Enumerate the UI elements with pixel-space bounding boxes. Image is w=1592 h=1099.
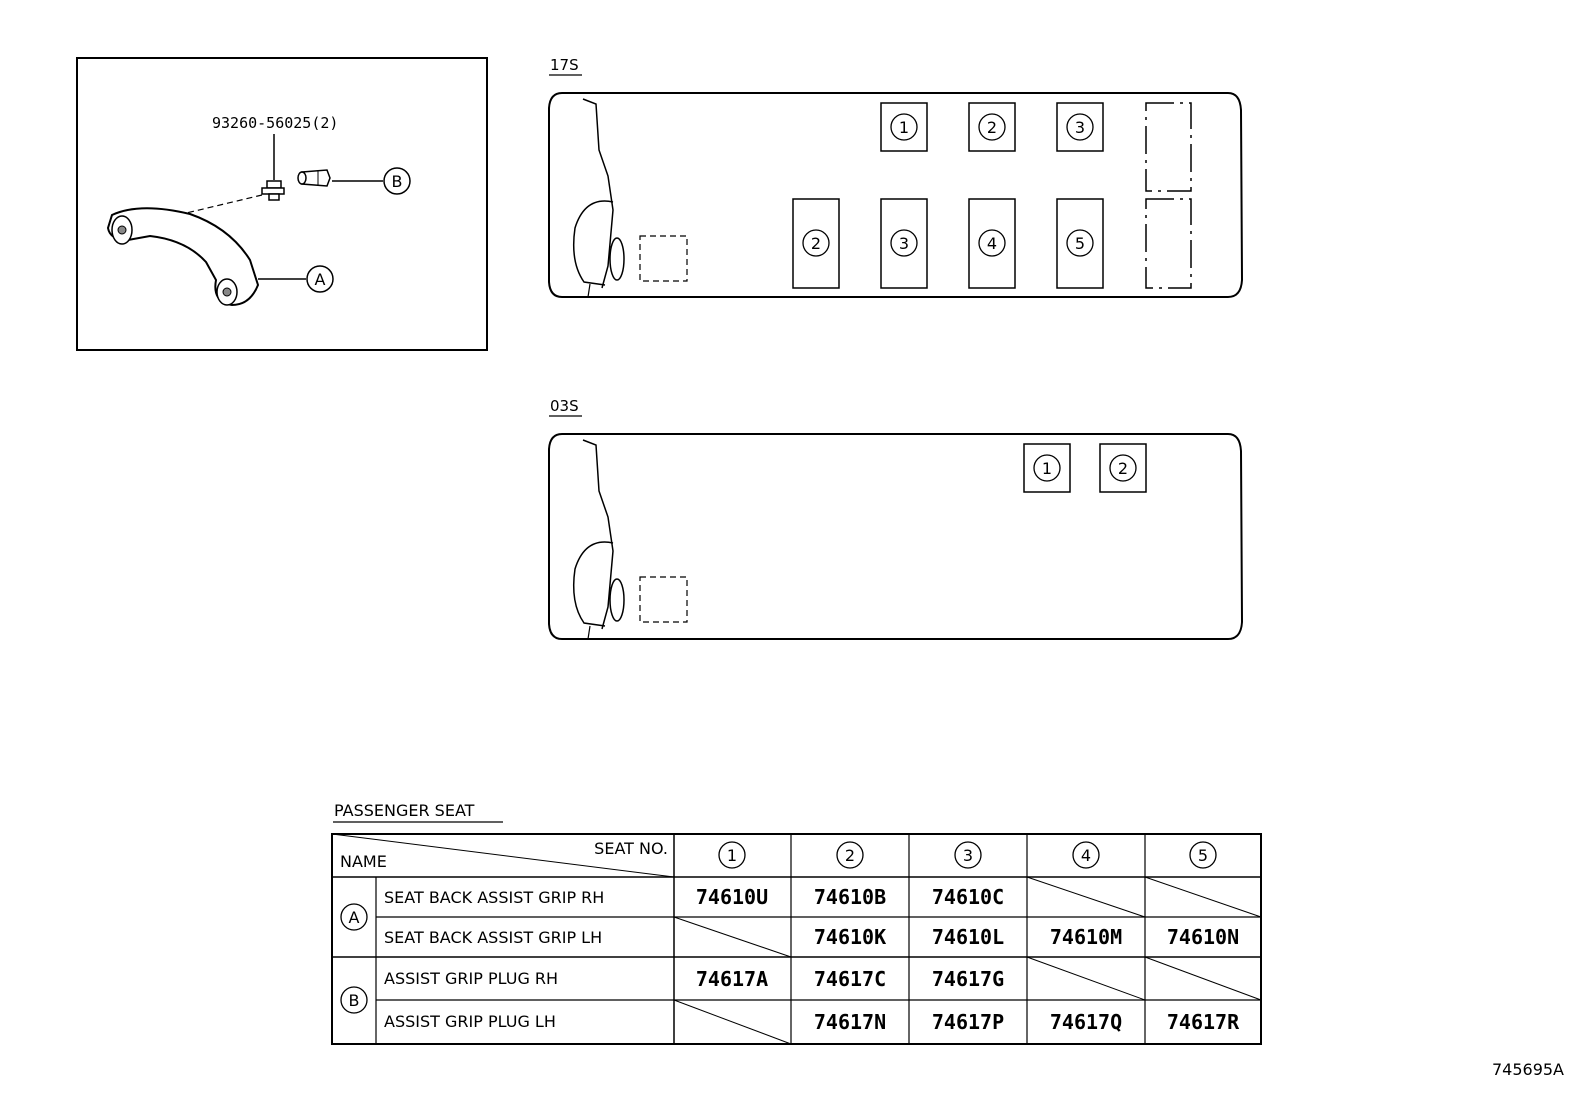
header-seat-1: 1 — [727, 846, 737, 865]
cell-b-rh-1: 74617A — [696, 967, 768, 991]
plug-icon — [297, 169, 331, 187]
callout-b-label: B — [392, 172, 403, 191]
seat-17s-bottom-4: 4 — [987, 234, 997, 253]
header-seat-2: 2 — [845, 846, 855, 865]
header-name: NAME — [340, 852, 387, 871]
assist-grip-icon — [106, 207, 260, 307]
seat-03s-2: 2 — [1118, 459, 1128, 478]
row-name-a-lh: SEAT BACK ASSIST GRIP LH — [384, 928, 602, 947]
callout-a-circle — [306, 265, 334, 293]
inset-panel: 93260-56025(2) B A — [76, 57, 488, 351]
bolt-icon — [261, 180, 285, 201]
cell-a-lh-3: 74610L — [932, 925, 1004, 949]
seat-17s-top-1: 1 — [899, 118, 909, 137]
seat-03s-1: 1 — [1042, 459, 1052, 478]
cell-a-lh-2: 74610K — [814, 925, 886, 949]
header-seat-4: 4 — [1081, 846, 1091, 865]
seat-17s-bottom-2: 2 — [811, 234, 821, 253]
row-name-a-rh: SEAT BACK ASSIST GRIP RH — [384, 888, 604, 907]
header-seat-no: SEAT NO. — [594, 839, 668, 858]
row-name-b-rh: ASSIST GRIP PLUG RH — [384, 969, 558, 988]
cell-a-rh-2: 74610B — [814, 885, 886, 909]
diagram-id: 745695A — [1492, 1060, 1564, 1079]
bolt-part-number: 93260-56025(2) — [212, 114, 338, 132]
group-key-a: A — [349, 908, 360, 927]
callout-b-circle — [383, 167, 411, 195]
cell-b-rh-3: 74617G — [932, 967, 1004, 991]
layout-03s: 03S 1 2 — [548, 397, 1244, 640]
cell-b-lh-3: 74617P — [932, 1010, 1004, 1034]
layout-17s-label: 17S — [550, 56, 579, 74]
cell-b-lh-4: 74617Q — [1050, 1010, 1122, 1034]
cell-b-lh-2: 74617N — [814, 1010, 886, 1034]
group-key-b: B — [349, 991, 360, 1010]
layout-17s: 17S 1 2 3 2 3 — [548, 56, 1244, 298]
cell-b-lh-5: 74617R — [1167, 1010, 1240, 1034]
cell-b-rh-2: 74617C — [814, 967, 886, 991]
callout-a-label: A — [315, 270, 326, 289]
cell-a-rh-3: 74610C — [932, 885, 1004, 909]
cell-a-lh-4: 74610M — [1050, 925, 1122, 949]
cell-a-lh-5: 74610N — [1167, 925, 1239, 949]
passenger-seat-table: PASSENGER SEAT SEAT NO. NAME 1 2 3 4 — [331, 801, 1262, 1045]
seat-17s-top-3: 3 — [1075, 118, 1085, 137]
seat-17s-top-2: 2 — [987, 118, 997, 137]
cell-a-rh-1: 74610U — [696, 885, 768, 909]
header-seat-3: 3 — [963, 846, 973, 865]
table-title: PASSENGER SEAT — [334, 801, 475, 820]
row-name-b-lh: ASSIST GRIP PLUG LH — [384, 1012, 556, 1031]
seat-17s-bottom-3: 3 — [899, 234, 909, 253]
header-seat-5: 5 — [1198, 846, 1208, 865]
seat-17s-bottom-5: 5 — [1075, 234, 1085, 253]
layout-03s-label: 03S — [550, 397, 579, 415]
